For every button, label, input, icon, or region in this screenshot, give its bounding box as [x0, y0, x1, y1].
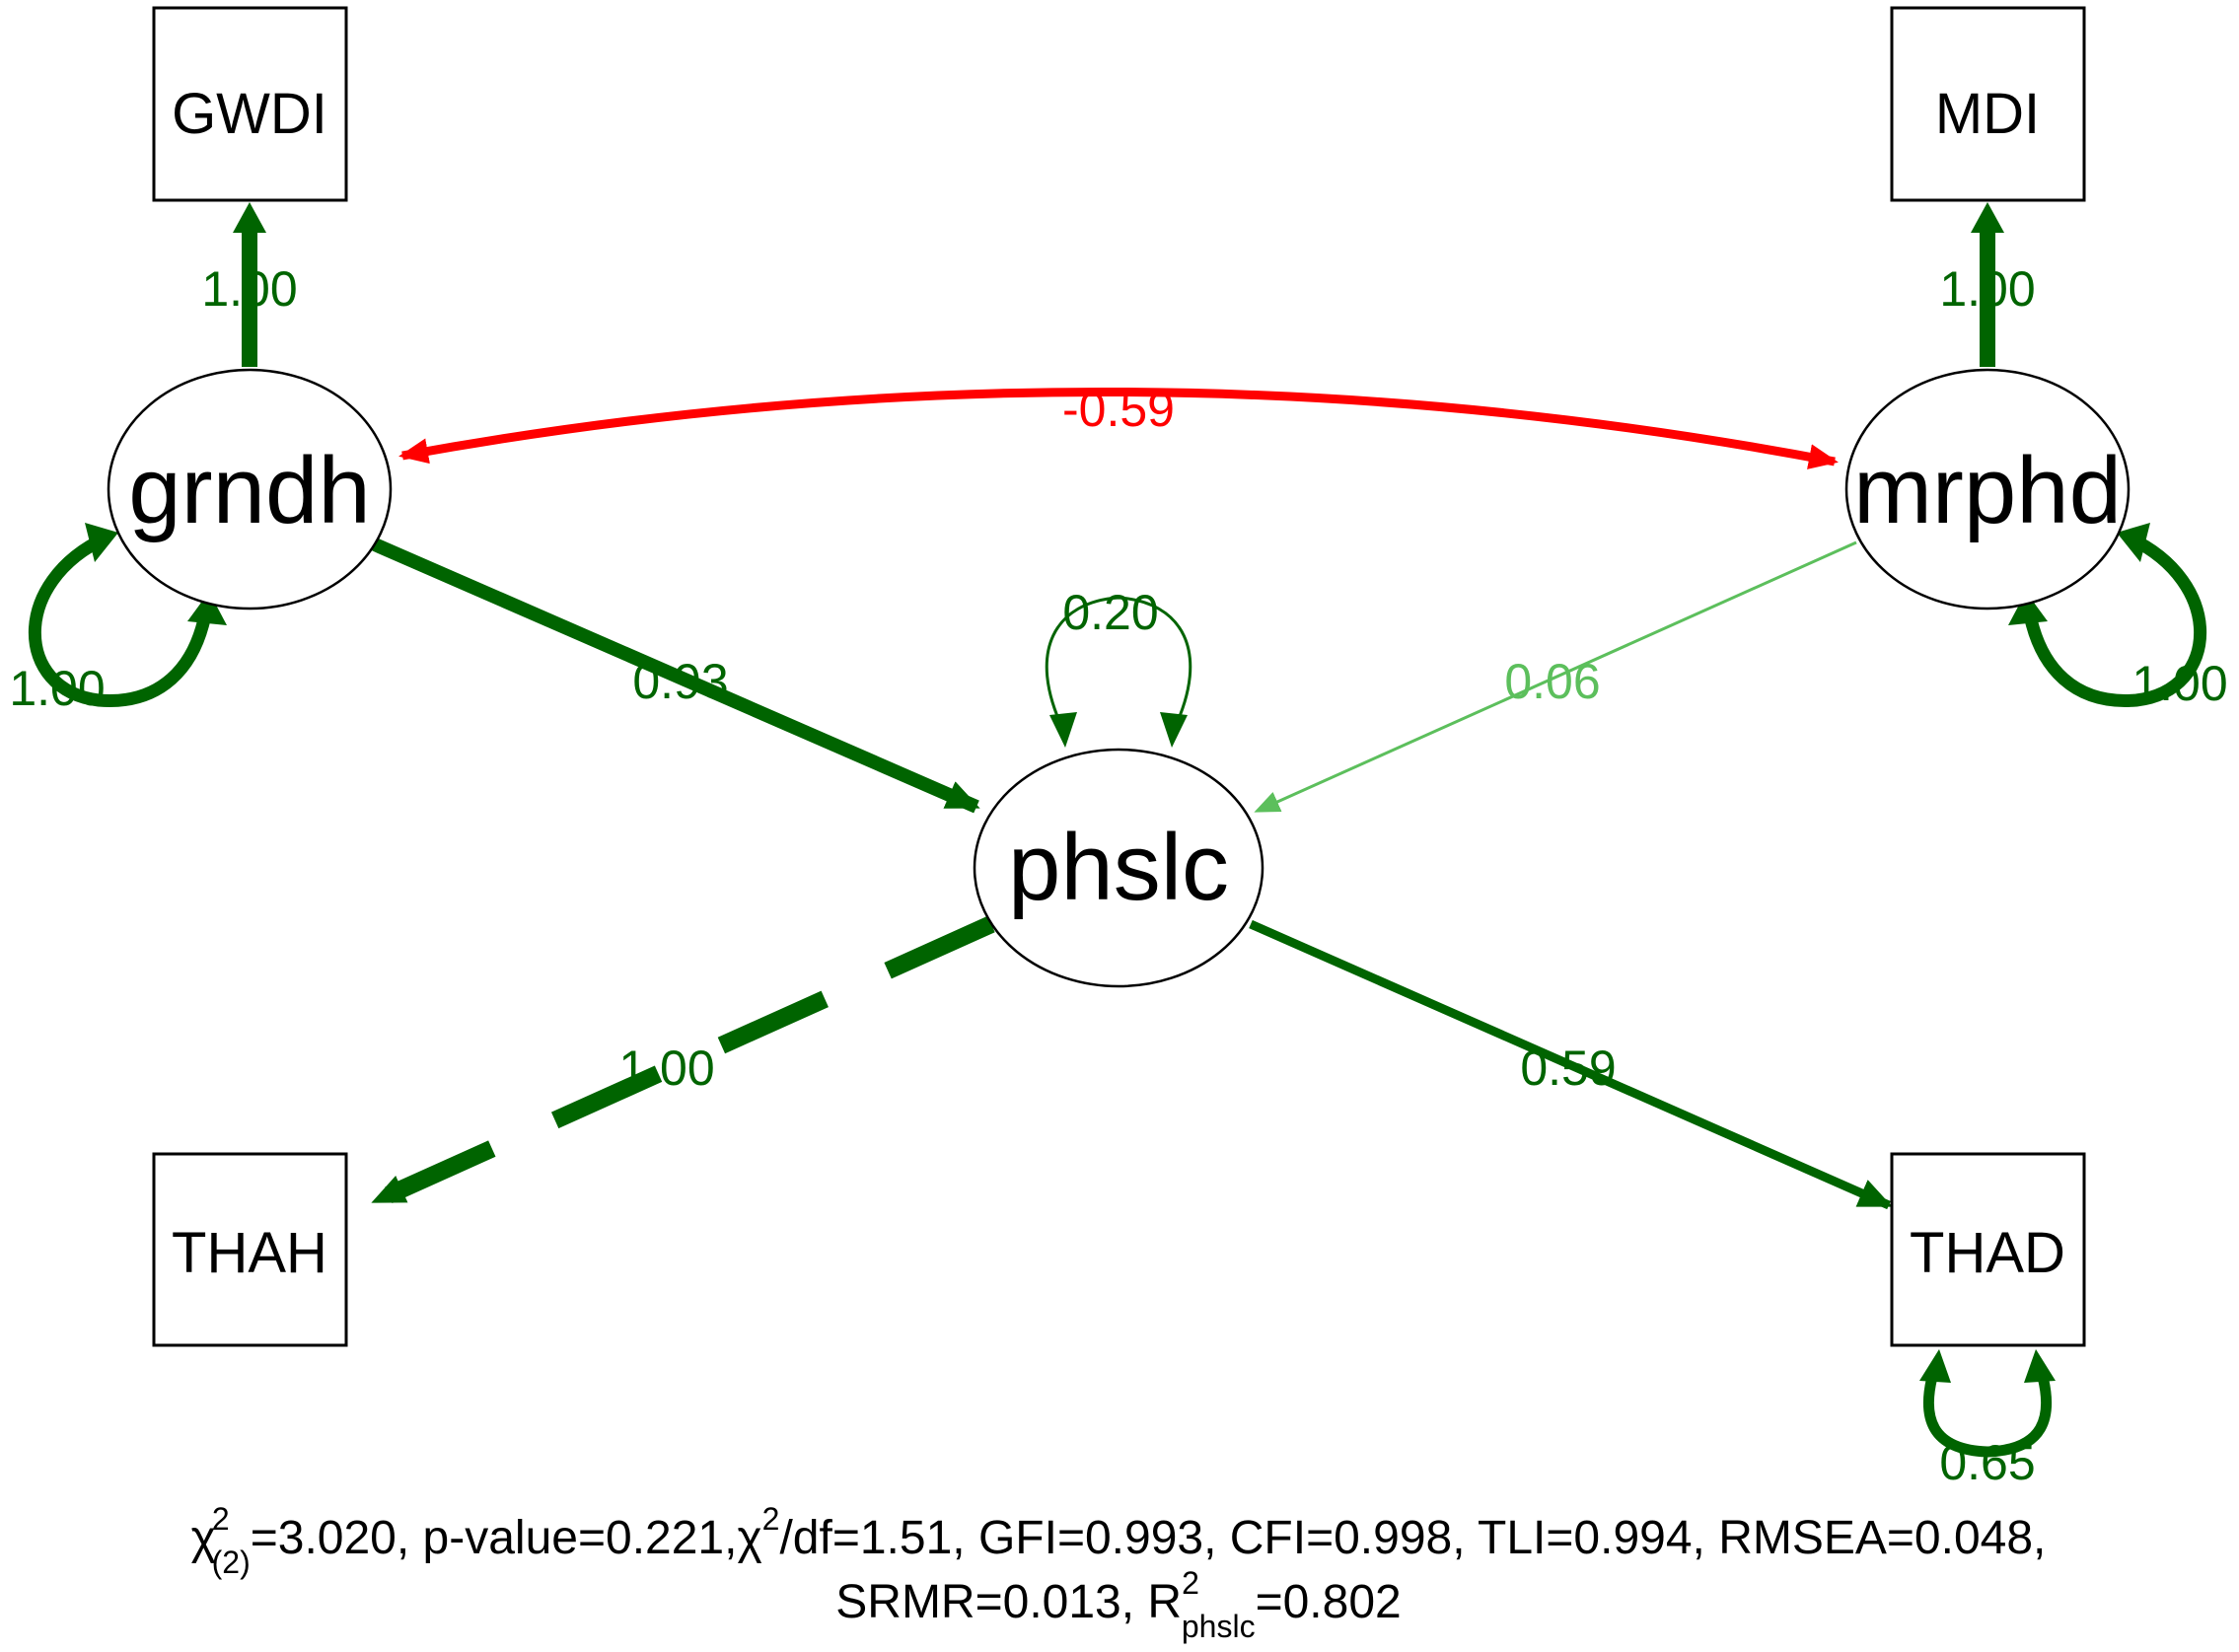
node-mrphd-label: mrphd: [1853, 438, 2122, 543]
variance-arrow-mrphd-2: [2008, 592, 2048, 625]
variance-arrow-phslc-2: [1160, 712, 1188, 748]
variance-loop-grndh: [28, 532, 214, 707]
edge-mrphd-phslc: [1254, 540, 1857, 813]
fit-part2: /df=1.51, GFI=0.993, CFI=0.998, TLI=0.99…: [779, 1512, 2046, 1564]
fit-srmr: SRMR=0.013, R: [835, 1576, 1182, 1628]
fit-r-sub: phslc: [1182, 1609, 1256, 1644]
node-thah-label: THAH: [172, 1221, 327, 1285]
variance-arrow-phslc-1: [1049, 712, 1077, 748]
node-mrphd-ellipse: [1844, 368, 2131, 611]
variance-loop-phslc: [1045, 596, 1192, 731]
label-variance-grndh: 1.00: [9, 661, 105, 716]
variance-loop-mrphd: [2021, 532, 2207, 707]
node-grndh-ellipse: [107, 368, 393, 611]
fit-part1: =3.020, p-value=0.221,: [251, 1512, 738, 1564]
arrowhead-mdi: [1971, 202, 2004, 233]
variance-arrow-thad-1: [1919, 1349, 1951, 1383]
label-grndh-gwdi: 1.00: [201, 261, 297, 317]
label-mrphd-phslc: 0.06: [1504, 654, 1600, 709]
variance-arrow-grndh-2: [187, 592, 227, 625]
node-grndh-label: grndh: [128, 438, 371, 543]
edge-cov-grndh-mrphd: [398, 387, 1839, 469]
label-mrphd-mdi: 1.00: [1939, 261, 2035, 317]
node-phslc-label: phslc: [1008, 815, 1229, 920]
node-thad-box: [1890, 1152, 2086, 1347]
fit-line-2: SRMR=0.013, R2 phslc=0.802: [835, 1565, 1401, 1644]
label-phslc-thah: 1.00: [618, 1041, 714, 1096]
label-phslc-thad: 0.59: [1520, 1041, 1616, 1096]
node-thah-box: [152, 1152, 348, 1347]
fit-chi-df: (2): [212, 1544, 251, 1580]
fit-chi: χ: [191, 1512, 216, 1564]
label-variance-thad: 0.65: [1939, 1435, 2035, 1490]
node-thad-label: THAD: [1910, 1221, 2065, 1285]
label-grndh-phslc: 0.93: [632, 654, 728, 709]
node-gwdi-box: [152, 6, 348, 202]
fit-chi2-sq: 2: [762, 1501, 780, 1537]
label-cov-grndh-mrphd: -0.59: [1062, 382, 1175, 437]
fit-r-sq: 2: [1182, 1565, 1199, 1601]
edge-phslc-thah: [371, 915, 995, 1210]
fit-chi-sq: 2: [212, 1501, 230, 1537]
arrowhead-gwdi: [233, 202, 266, 233]
label-variance-phslc: 0.20: [1062, 585, 1158, 640]
node-phslc-ellipse: [973, 748, 1264, 988]
fit-line-1: χ2(2)=3.020, p-value=0.221,χ2/df=1.51, G…: [191, 1501, 2047, 1580]
fit-r-val: =0.802: [1256, 1576, 1402, 1628]
node-gwdi-label: GWDI: [172, 82, 327, 146]
label-variance-mrphd: 1.00: [2131, 656, 2227, 711]
variance-loop-thad: [1922, 1364, 2053, 1458]
node-mdi-label: MDI: [1935, 82, 2040, 146]
fit-chi2: χ: [737, 1512, 761, 1564]
variance-arrow-mrphd-1: [2117, 523, 2150, 562]
variance-arrow-thad-2: [2024, 1349, 2056, 1383]
node-mdi-box: [1890, 6, 2086, 202]
edge-grndh-phslc: [372, 538, 980, 814]
edge-phslc-thad: [1249, 919, 1893, 1210]
variance-arrow-grndh-1: [85, 523, 118, 562]
